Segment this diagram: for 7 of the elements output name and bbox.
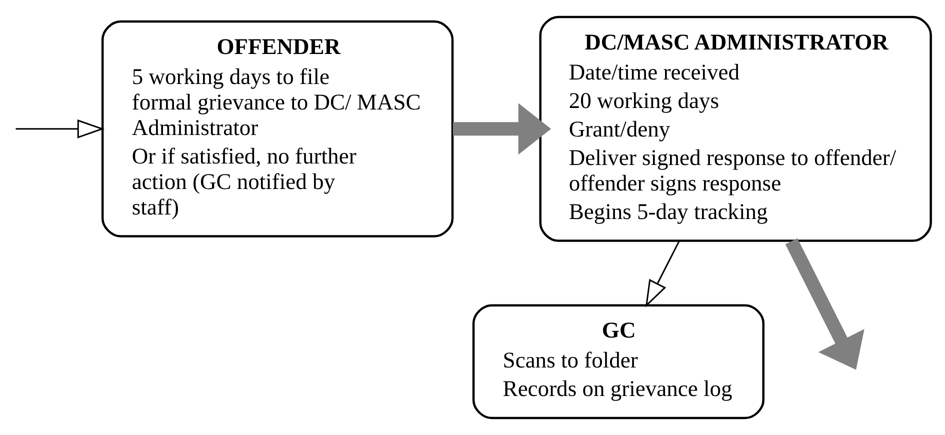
node-box: DC/MASC ADMINISTRATOR Date/time received 20 working days Grant/deny Deliver signed response to offender/ offender signs response Begins 5-day tracking bbox=[539, 16, 932, 242]
arrow bbox=[16, 119, 104, 138]
arrow bbox=[645, 240, 680, 308]
node-box: GC Scans to folder Records on grievance log bbox=[472, 304, 764, 420]
arrow bbox=[452, 103, 552, 155]
arrow bbox=[785, 238, 864, 370]
node-box: OFFENDER 5 working days to file formal grievance to DC/ MASC Administrator Or if satisfied, no further action (GC notified by staff) bbox=[101, 20, 454, 238]
